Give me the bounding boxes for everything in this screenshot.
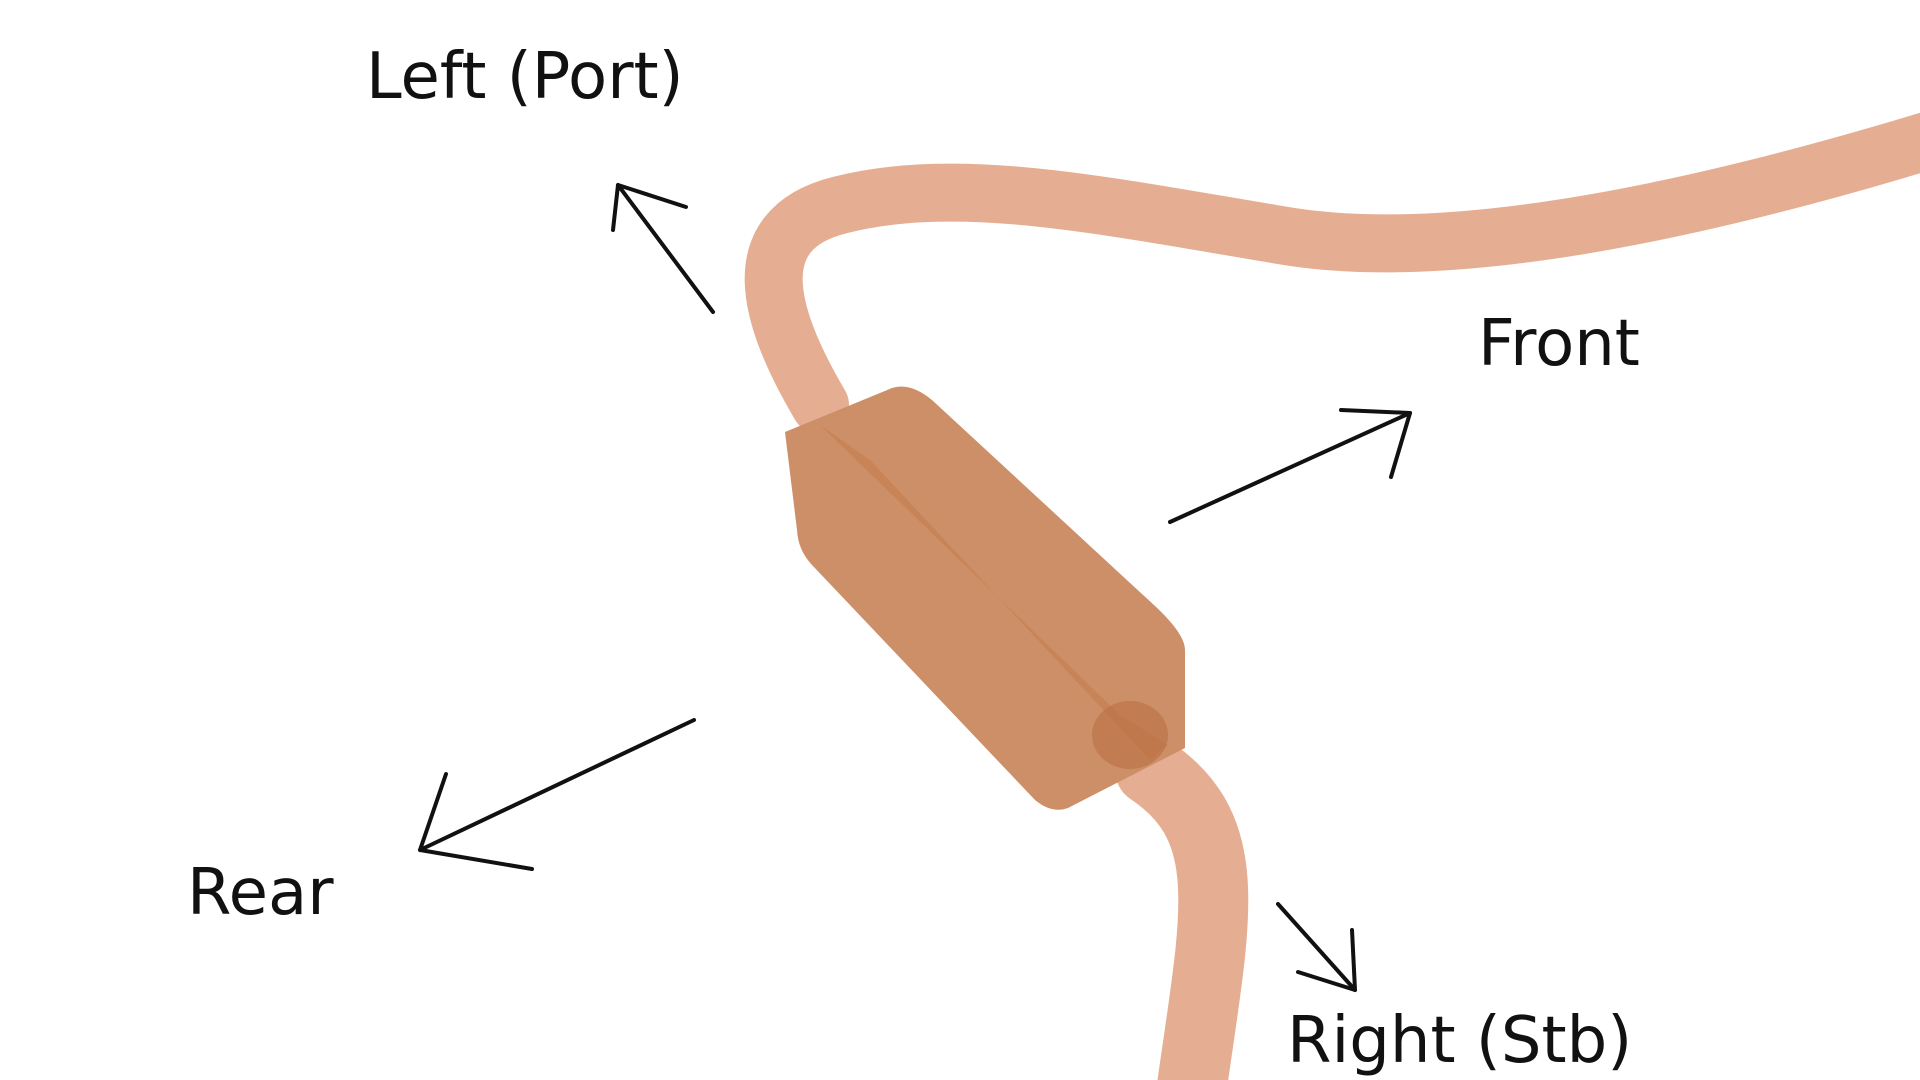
arrow-down-left-icon: [418, 718, 696, 871]
arrow-up-right-icon: [1168, 408, 1412, 524]
tube-lower-segment: [1115, 735, 1249, 1080]
tube-upper-segment: [744, 112, 1920, 434]
arrow-up-left-icon: [611, 183, 715, 314]
label-left-port: Left (Port): [366, 40, 684, 114]
arrow-down-right-icon: [1276, 902, 1357, 992]
connector-end-cap: [1092, 701, 1168, 769]
connector-body: [785, 386, 1185, 810]
label-rear: Rear: [187, 856, 334, 930]
label-front: Front: [1478, 307, 1640, 381]
label-right-stb: Right (Stb): [1287, 1004, 1632, 1078]
connector-body-ridge: [820, 425, 1168, 760]
connector-body-shape: [785, 386, 1185, 810]
tube: [744, 112, 1920, 1080]
